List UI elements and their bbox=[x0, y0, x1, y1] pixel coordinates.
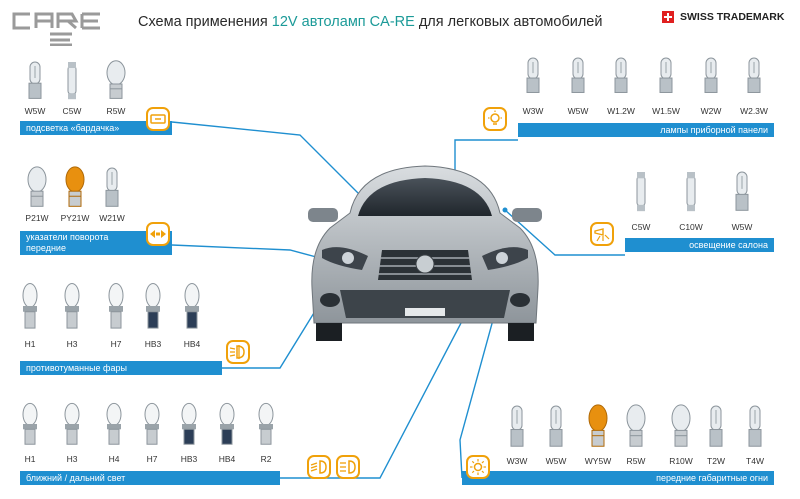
lamp-interior-c10w bbox=[686, 172, 696, 212]
lamp-headlight-hb3 bbox=[181, 402, 197, 445]
lamp-fog-hb3 bbox=[145, 282, 161, 329]
dashboard-lamp-icon bbox=[483, 107, 507, 131]
glovebox-label: подсветка «бардачка» bbox=[20, 121, 172, 135]
lamp-label-turn-py21w: PY21W bbox=[60, 213, 90, 223]
lamp-parking-w3w bbox=[510, 405, 524, 447]
car-front-view bbox=[308, 165, 542, 341]
lamp-parking-r5w bbox=[626, 404, 646, 447]
lamp-label-dashboard-w2w: W2W bbox=[700, 106, 722, 116]
lamp-dashboard-w1-2w bbox=[614, 57, 628, 93]
lamp-label-headlight-hb3: HB3 bbox=[180, 454, 198, 464]
lamp-fog-h7 bbox=[108, 282, 124, 329]
lamp-label-parking-w5w: W5W bbox=[545, 456, 567, 466]
lamp-label-parking-r10w: R10W bbox=[669, 456, 693, 466]
lamp-label-headlight-h4: H4 bbox=[108, 454, 120, 464]
dashboard-label: лампы приборной панели bbox=[518, 123, 774, 137]
lamp-fog-h1 bbox=[22, 282, 38, 329]
lamp-label-interior-w5w: W5W bbox=[731, 222, 753, 232]
lamp-parking-wy5w bbox=[588, 404, 608, 447]
lamp-dashboard-w3w bbox=[526, 57, 540, 93]
title-suffix: для легковых автомобилей bbox=[414, 14, 603, 30]
parking-lights-label: передние габаритные огни bbox=[462, 471, 774, 485]
care-logo bbox=[12, 12, 100, 46]
lamp-parking-t2w bbox=[709, 405, 723, 447]
lamp-turn-p21w bbox=[27, 166, 47, 207]
lamp-label-dashboard-w3w: W3W bbox=[522, 106, 544, 116]
lamp-label-fog-hb3: HB3 bbox=[144, 339, 162, 349]
lamp-glovebox-w5w bbox=[28, 61, 42, 99]
lamp-label-headlight-h1: H1 bbox=[24, 454, 36, 464]
lamp-glovebox-r5w bbox=[106, 60, 126, 99]
lamp-interior-w5w bbox=[735, 171, 749, 211]
low-beam-icon bbox=[307, 455, 331, 479]
page-title: Схема применения 12V автоламп CA-RE для … bbox=[138, 14, 602, 30]
lamp-headlight-h7 bbox=[144, 402, 160, 445]
lamp-label-turn-w21w: W21W bbox=[99, 213, 125, 223]
interior-light-icon bbox=[590, 222, 614, 246]
high-beam-icon bbox=[336, 455, 360, 479]
lamp-fog-h3 bbox=[64, 282, 80, 329]
headlight-label: ближний / дальний свет bbox=[20, 471, 280, 485]
lamp-dashboard-w1-5w bbox=[659, 57, 673, 93]
lamp-dashboard-w2w bbox=[704, 57, 718, 93]
title-accent: 12V автоламп CA-RE bbox=[271, 14, 415, 30]
lamp-label-fog-h1: H1 bbox=[24, 339, 36, 349]
lamp-label-dashboard-w2-3w: W2.3W bbox=[740, 106, 768, 116]
lamp-parking-w5w bbox=[549, 405, 563, 447]
glovebox-icon bbox=[146, 107, 170, 131]
lamp-label-parking-w3w: W3W bbox=[506, 456, 528, 466]
lamp-label-glovebox-r5w: R5W bbox=[106, 106, 126, 116]
turn-signal-icon bbox=[146, 222, 170, 246]
lamp-label-parking-t2w: T2W bbox=[707, 456, 725, 466]
lamp-label-headlight-hb4: HB4 bbox=[218, 454, 236, 464]
lamp-dashboard-w2-3w bbox=[747, 57, 761, 93]
lamp-label-interior-c5w: C5W bbox=[631, 222, 651, 232]
lamp-turn-w21w bbox=[105, 167, 119, 207]
turn-signal-label-line2: передние bbox=[26, 243, 66, 253]
lamp-label-dashboard-w1-2w: W1.2W bbox=[607, 106, 635, 116]
lamp-interior-c5w bbox=[636, 172, 646, 212]
lamp-glovebox-c5w bbox=[67, 62, 77, 100]
swiss-trademark-badge: SWISS TRADEMARK bbox=[662, 11, 784, 23]
fog-light-icon bbox=[226, 340, 250, 364]
parking-light-icon bbox=[466, 455, 490, 479]
lamp-label-headlight-h3: H3 bbox=[66, 454, 78, 464]
lamp-headlight-h1 bbox=[22, 402, 38, 445]
lamp-label-interior-c10w: C10W bbox=[679, 222, 703, 232]
lamp-label-headlight-r2: R2 bbox=[260, 454, 272, 464]
lamp-headlight-r2 bbox=[258, 402, 274, 445]
lamp-label-fog-hb4: HB4 bbox=[183, 339, 201, 349]
lamp-label-parking-t4w: T4W bbox=[746, 456, 764, 466]
fog-lights-label: противотуманные фары bbox=[20, 361, 222, 375]
lamp-label-parking-r5w: R5W bbox=[626, 456, 646, 466]
lamp-turn-py21w bbox=[65, 166, 85, 207]
lamp-label-dashboard-w5w: W5W bbox=[567, 106, 589, 116]
lamp-label-parking-wy5w: WY5W bbox=[584, 456, 612, 466]
lamp-label-dashboard-w1-5w: W1.5W bbox=[652, 106, 680, 116]
lamp-label-fog-h3: H3 bbox=[66, 339, 78, 349]
trademark-text: SWISS TRADEMARK bbox=[680, 11, 785, 23]
turn-signal-label-line1: указатели поворота bbox=[26, 232, 109, 242]
lamp-label-fog-h7: H7 bbox=[110, 339, 122, 349]
lamp-label-glovebox-w5w: W5W bbox=[24, 106, 46, 116]
lamp-dashboard-w5w bbox=[571, 57, 585, 93]
swiss-flag-icon bbox=[662, 11, 674, 23]
lamp-label-headlight-h7: H7 bbox=[146, 454, 158, 464]
lamp-parking-t4w bbox=[748, 405, 762, 447]
lamp-label-glovebox-c5w: C5W bbox=[62, 106, 82, 116]
lamp-label-turn-p21w: P21W bbox=[25, 213, 49, 223]
title-prefix: Схема применения bbox=[138, 14, 272, 30]
lamp-headlight-h4 bbox=[106, 402, 122, 445]
lamp-parking-r10w bbox=[671, 404, 691, 447]
lamp-fog-hb4 bbox=[184, 282, 200, 329]
interior-label: освещение салона bbox=[625, 238, 774, 252]
lamp-headlight-h3 bbox=[64, 402, 80, 445]
lamp-headlight-hb4 bbox=[219, 402, 235, 445]
